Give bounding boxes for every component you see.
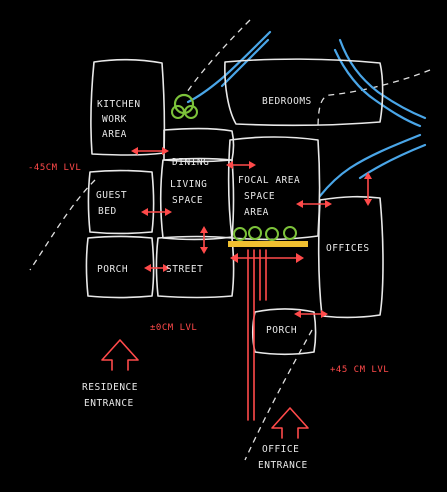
- water-line: [318, 133, 422, 198]
- residence-entrance-label-1: RESIDENCE: [82, 382, 138, 393]
- kitchen-label-1: KITCHEN: [97, 99, 141, 110]
- offices-label: OFFICES: [326, 243, 370, 254]
- level-left-label: -45CM LVL: [28, 163, 81, 173]
- porch-right-label: PORCH: [266, 325, 297, 336]
- plant-cluster-icon: [228, 226, 308, 247]
- level-center-label: ±0CM LVL: [150, 323, 197, 333]
- street-label: STREET: [166, 264, 203, 275]
- water-line: [186, 30, 272, 104]
- living-label-2: SPACE: [172, 195, 203, 206]
- room-guest: [87, 169, 155, 235]
- focal-label-1: FOCAL AREA: [238, 175, 300, 186]
- porch-left-label: PORCH: [97, 264, 128, 275]
- site-boundary-line: [244, 329, 313, 461]
- residence-entrance-arrow: [101, 339, 139, 371]
- room-street: [155, 235, 235, 299]
- dining-label: DINING: [172, 157, 209, 168]
- office-entrance-arrow: [271, 407, 309, 439]
- room-porch-left: [85, 235, 155, 299]
- kitchen-label-3: AREA: [102, 129, 127, 140]
- residence-entrance-label-2: ENTRANCE: [84, 398, 134, 409]
- water-line: [358, 143, 427, 180]
- focal-label-2: SPACE: [244, 191, 275, 202]
- focal-label-3: AREA: [244, 207, 269, 218]
- site-boundary-line: [317, 69, 431, 131]
- room-bedrooms: [224, 58, 384, 127]
- site-boundary-line: [184, 19, 251, 96]
- tree-icon: [171, 93, 198, 119]
- living-label-1: LIVING: [170, 179, 207, 190]
- office-entrance-label-2: ENTRANCE: [258, 460, 308, 471]
- room-offices: [317, 195, 384, 319]
- circulation-arrows: [131, 147, 372, 421]
- level-right-label: +45 CM LVL: [330, 365, 389, 375]
- room-focal: [227, 136, 321, 241]
- office-entrance-label-1: OFFICE: [262, 444, 299, 455]
- room-dining: [163, 127, 235, 163]
- water-line: [338, 38, 427, 120]
- room-porch-right: [251, 308, 317, 356]
- guest-label-1: GUEST: [96, 190, 127, 201]
- bedrooms-label: BEDROOMS: [262, 96, 312, 107]
- site-boundary-line: [29, 179, 96, 271]
- kitchen-label-2: WORK: [102, 114, 127, 125]
- guest-label-2: BED: [98, 206, 117, 217]
- water-line: [333, 48, 422, 128]
- water-line: [220, 38, 270, 88]
